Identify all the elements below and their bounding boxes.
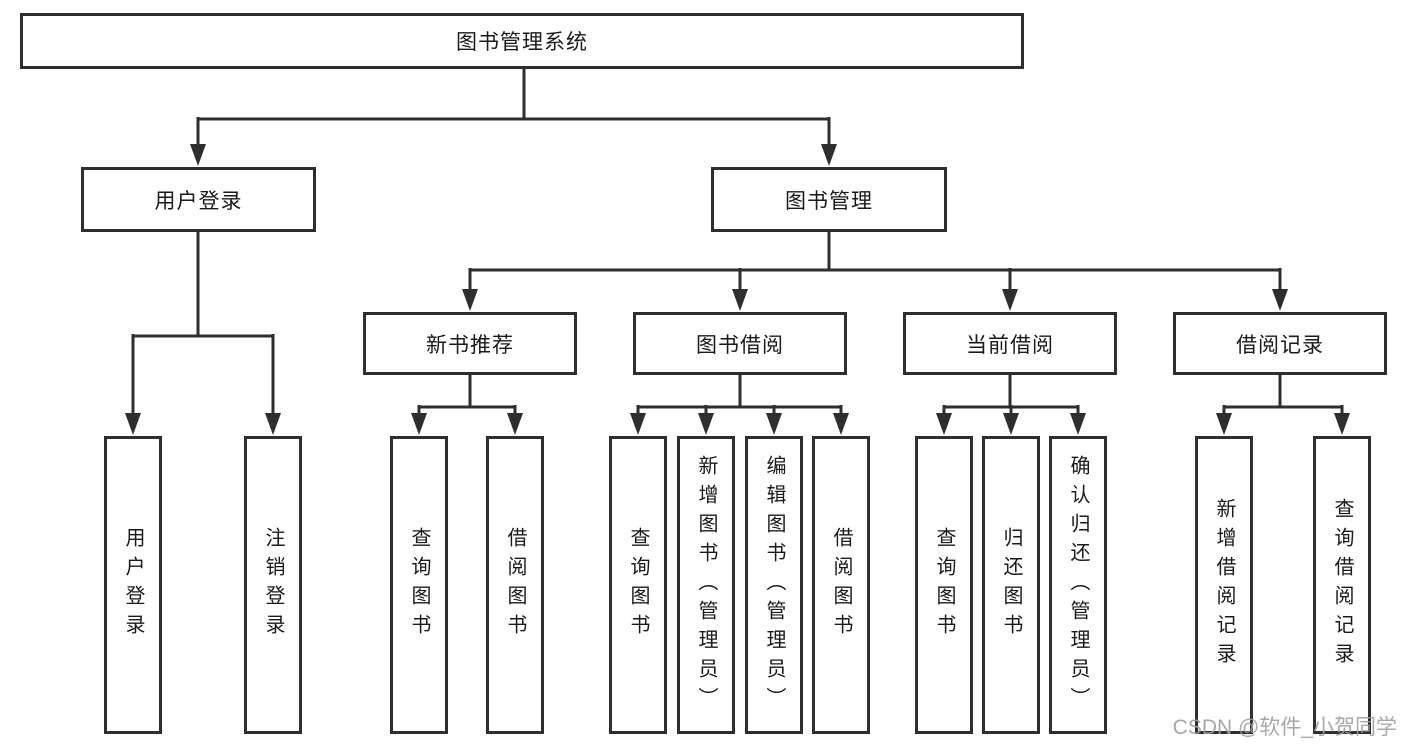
connector-new-book-recommend: [417, 375, 517, 415]
leaf-edit-books-admin-label: 编辑图书（管理员）: [763, 454, 785, 716]
leaf-query-books-borrow: 查询图书: [609, 436, 667, 734]
leaf-confirm-return-admin: 确认归还（管理员）: [1049, 436, 1107, 734]
node-root-label: 图书管理系统: [456, 31, 588, 54]
arrow-down-icon: [125, 413, 141, 435]
leaf-add-books-admin-label: 新增图书（管理员）: [695, 454, 717, 716]
node-root: 图书管理系统: [20, 13, 1024, 69]
leaf-add-borrow-record-label: 新增借阅记录: [1213, 498, 1235, 672]
arrow-down-icon: [1003, 413, 1019, 435]
leaf-query-books-current: 查询图书: [915, 436, 973, 734]
arrow-down-icon: [766, 413, 782, 435]
leaf-confirm-return-admin-label: 确认归还（管理员）: [1067, 454, 1089, 716]
leaf-borrow-books-label: 借阅图书: [830, 527, 852, 643]
arrow-down-icon: [1272, 289, 1288, 311]
node-new-book-recommend: 新书推荐: [363, 312, 577, 375]
arrow-down-icon: [630, 413, 646, 435]
connector-borrow-records: [1222, 375, 1344, 415]
node-book-management-label: 图书管理: [785, 189, 873, 213]
leaf-add-borrow-record: 新增借阅记录: [1195, 436, 1253, 734]
node-new-book-recommend-label: 新书推荐: [426, 333, 514, 357]
leaf-query-books-current-label: 查询图书: [933, 527, 955, 643]
arrow-down-icon: [936, 413, 952, 435]
leaf-query-borrow-record: 查询借阅记录: [1313, 436, 1371, 734]
leaf-query-borrow-record-label: 查询借阅记录: [1331, 498, 1353, 672]
connector-root: [196, 69, 831, 146]
leaf-edit-books-admin: 编辑图书（管理员）: [745, 436, 803, 734]
node-user-login: 用户登录: [81, 167, 316, 232]
leaf-borrow-books: 借阅图书: [812, 436, 870, 734]
arrow-down-icon: [1070, 413, 1086, 435]
node-book-borrow-label: 图书借阅: [696, 333, 784, 357]
arrowheads: [125, 144, 1350, 435]
arrow-down-icon: [190, 144, 206, 166]
arrow-down-icon: [732, 289, 748, 311]
node-user-login-label: 用户登录: [154, 189, 243, 213]
connector-book-borrow: [636, 375, 843, 415]
connector-book-management: [468, 232, 1282, 291]
leaf-query-books-borrow-label: 查询图书: [627, 527, 649, 643]
node-book-borrow: 图书借阅: [633, 312, 847, 375]
connector-user-login: [131, 232, 275, 415]
leaf-query-books-recommend-label: 查询图书: [408, 527, 430, 643]
node-current-borrow: 当前借阅: [903, 312, 1117, 375]
arrow-down-icon: [411, 413, 427, 435]
leaf-borrow-books-recommend-label: 借阅图书: [504, 527, 526, 643]
arrow-down-icon: [507, 413, 523, 435]
csdn-watermark: CSDN @软件_小贺同学: [1172, 716, 1397, 739]
arrow-down-icon: [1002, 289, 1018, 311]
leaf-logout: 注销登录: [244, 436, 302, 734]
arrow-down-icon: [1216, 413, 1232, 435]
arrow-down-icon: [698, 413, 714, 435]
node-borrow-records-label: 借阅记录: [1236, 333, 1324, 357]
arrow-down-icon: [821, 144, 837, 166]
leaf-return-books: 归还图书: [982, 436, 1040, 734]
leaf-query-books-recommend: 查询图书: [390, 436, 448, 734]
node-borrow-records: 借阅记录: [1173, 312, 1387, 375]
leaf-user-login: 用户登录: [104, 436, 162, 734]
arrow-down-icon: [833, 413, 849, 435]
connector-current-borrow: [942, 375, 1080, 415]
leaf-borrow-books-recommend: 借阅图书: [486, 436, 544, 734]
arrow-down-icon: [1334, 413, 1350, 435]
leaf-logout-label: 注销登录: [262, 527, 284, 643]
arrow-down-icon: [265, 413, 281, 435]
node-book-management: 图书管理: [711, 167, 947, 232]
leaf-return-books-label: 归还图书: [1000, 527, 1022, 643]
leaf-add-books-admin: 新增图书（管理员）: [677, 436, 735, 734]
node-current-borrow-label: 当前借阅: [966, 333, 1054, 357]
arrow-down-icon: [462, 289, 478, 311]
leaf-user-login-label: 用户登录: [122, 527, 144, 643]
